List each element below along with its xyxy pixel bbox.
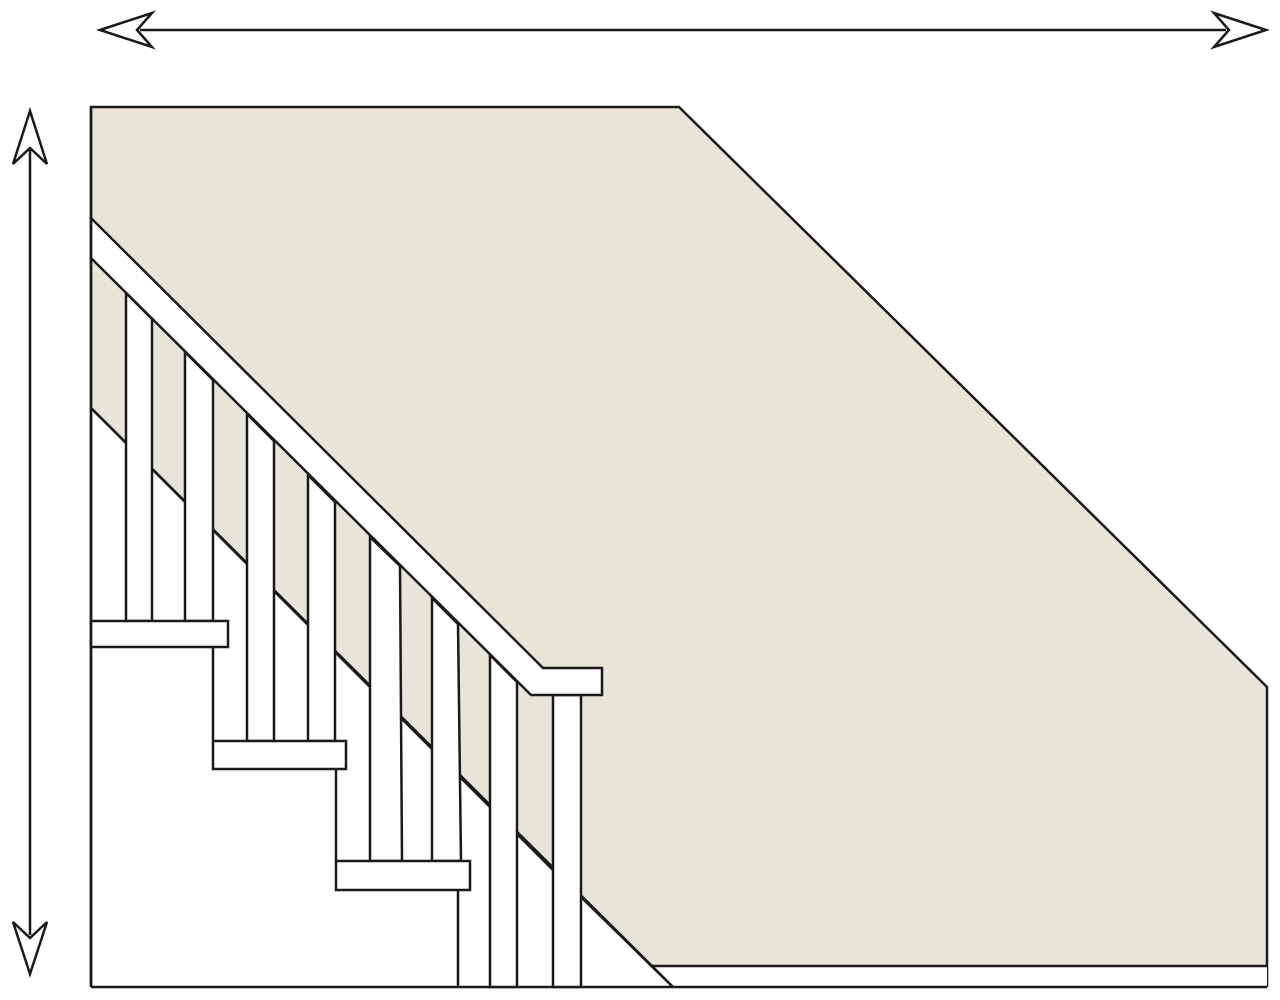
tread-3 [334, 859, 472, 892]
baluster [245, 410, 276, 743]
baluster [368, 534, 404, 863]
treads [89, 619, 472, 892]
baluster [488, 651, 519, 989]
arrowhead-right-icon [1210, 10, 1271, 50]
arrowhead-down-icon [11, 921, 49, 979]
height-dimension-arrow [11, 106, 49, 979]
baluster [306, 471, 337, 743]
tread-2 [211, 739, 348, 771]
newel-post [551, 693, 583, 989]
tread-1 [89, 619, 230, 649]
stringer-segments [90, 407, 674, 988]
baluster [430, 594, 463, 863]
baluster [124, 289, 154, 623]
arrowhead-up-icon [11, 106, 49, 165]
baluster [183, 348, 215, 623]
arrowhead-left-icon [95, 10, 156, 50]
stair-structure [211, 647, 460, 987]
wall [91, 107, 1267, 966]
baseboard [652, 964, 1267, 987]
width-dimension-arrow [95, 10, 1271, 50]
